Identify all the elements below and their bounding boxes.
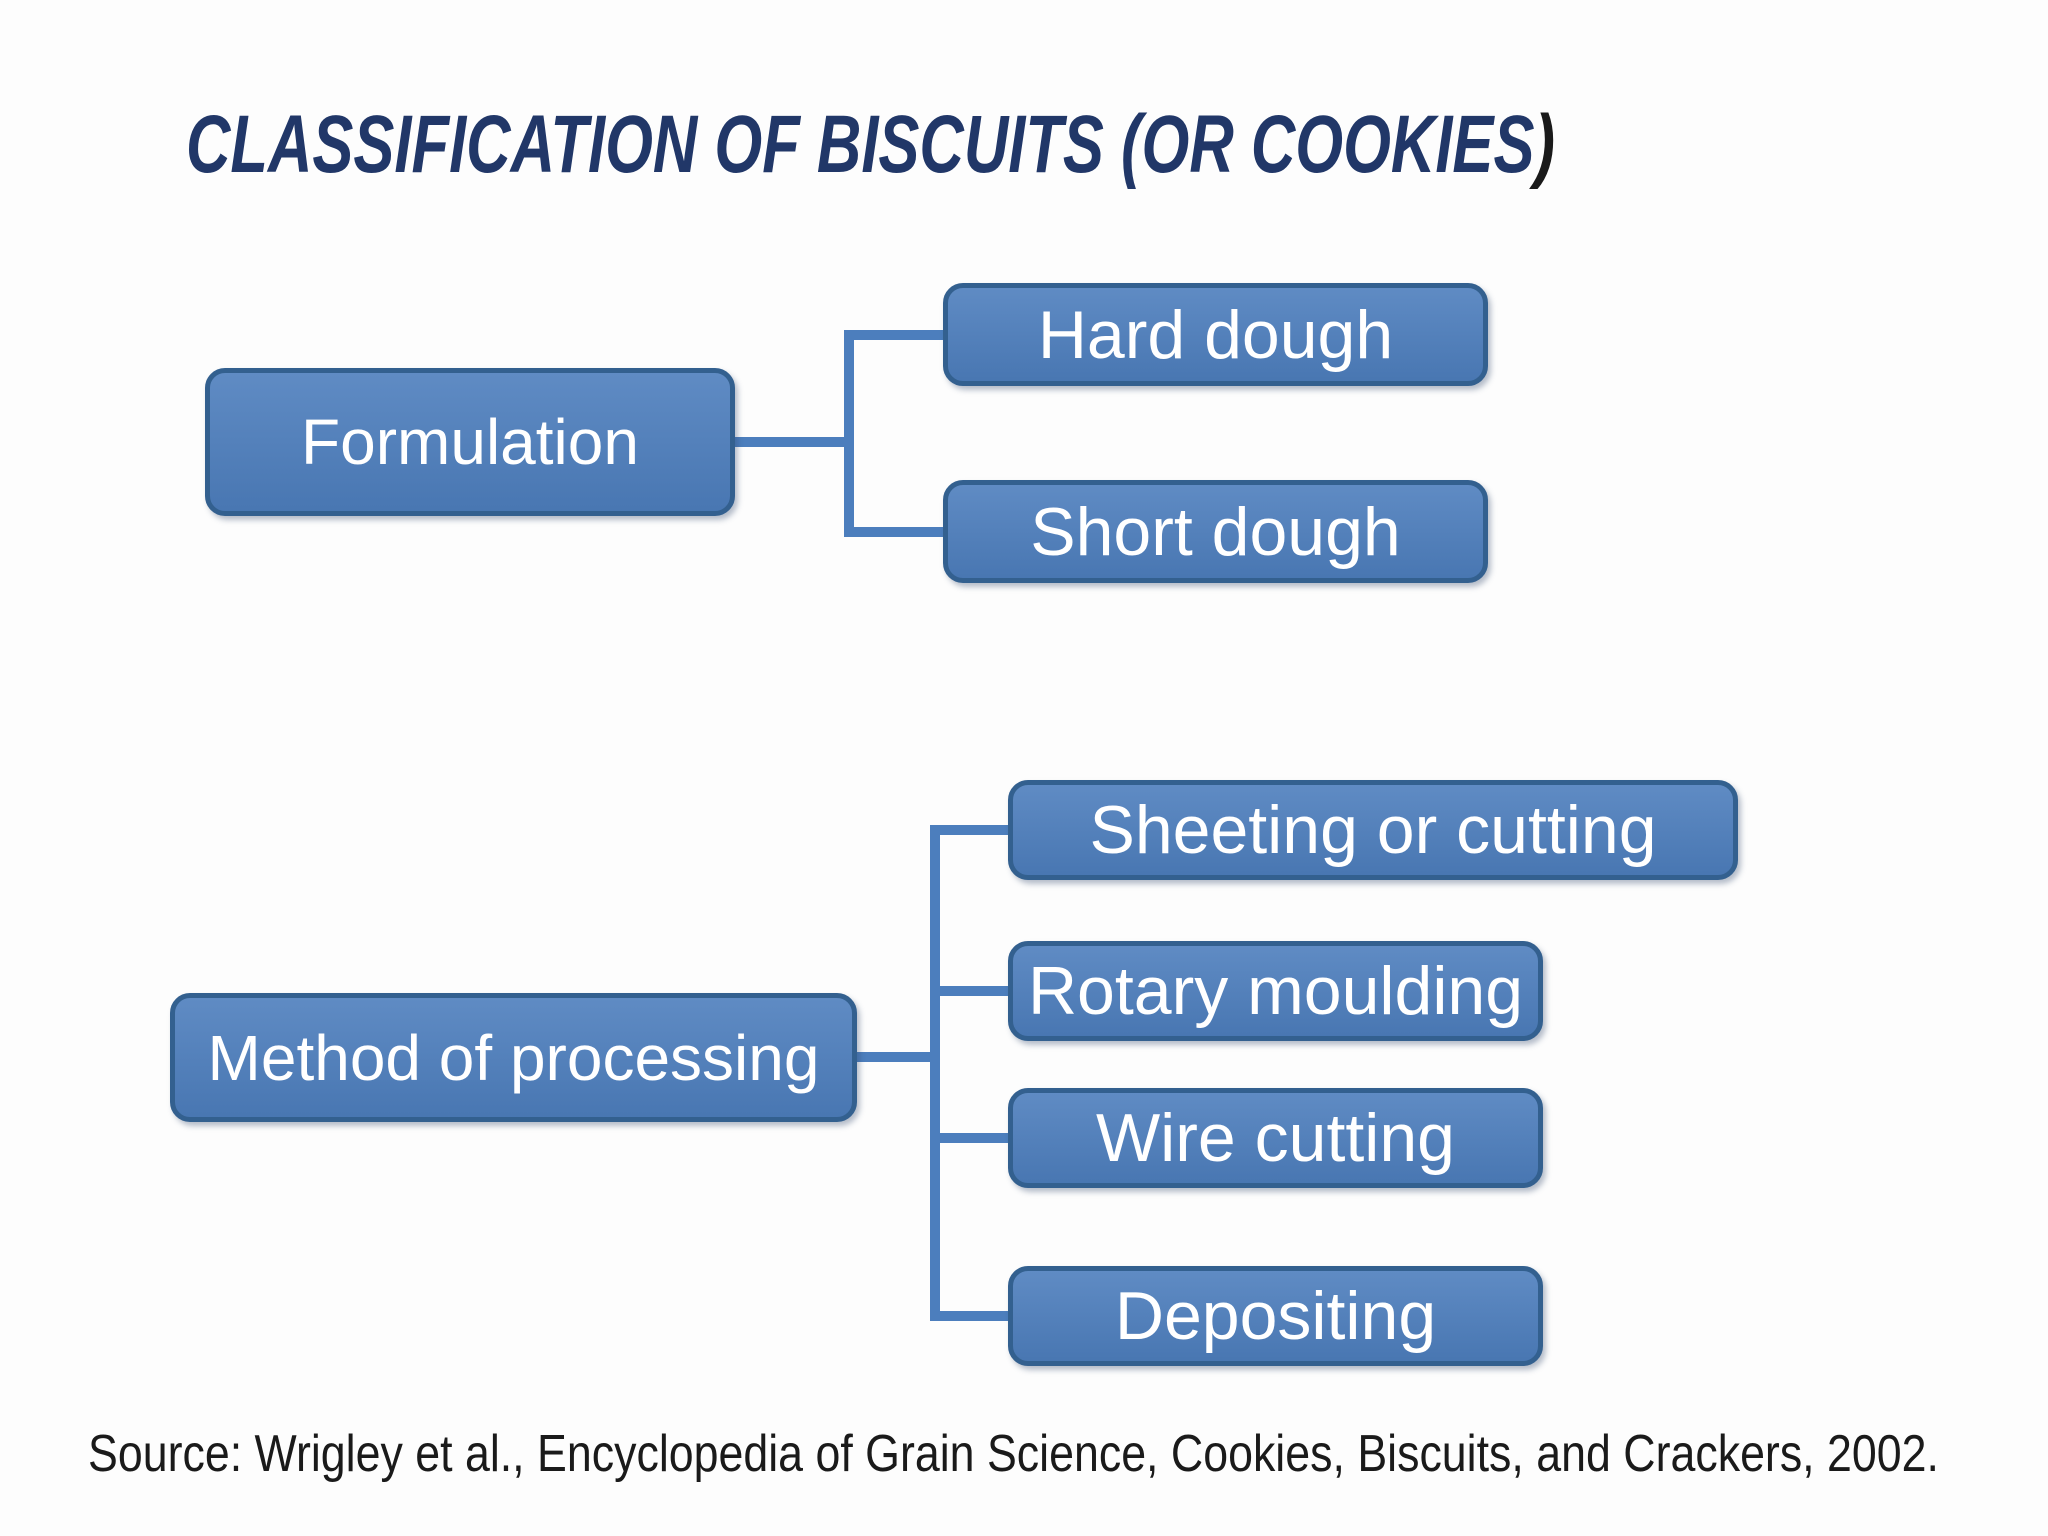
sheeting-or-cutting-box: Sheeting or cutting — [1008, 780, 1738, 880]
rotary-moulding-label: Rotary moulding — [1027, 953, 1524, 1029]
connector-formulation-stub — [735, 437, 847, 447]
wire-cutting-label: Wire cutting — [1096, 1100, 1455, 1176]
connector-method-trunk — [930, 825, 940, 1321]
depositing-label: Depositing — [1114, 1278, 1437, 1354]
connector-branch-rotary-moulding — [930, 986, 1008, 996]
page-title: CLASSIFICATION OF BISCUITS (OR COOKIES) — [186, 98, 1555, 192]
formulation-label: Formulation — [301, 406, 639, 478]
connector-formulation-trunk — [844, 330, 854, 537]
rotary-moulding-box: Rotary moulding — [1008, 941, 1543, 1041]
connector-branch-sheeting-or-cutting — [930, 825, 1008, 835]
source-citation: Source: Wrigley et al., Encyclopedia of … — [88, 1425, 1939, 1483]
depositing-box: Depositing — [1008, 1266, 1543, 1366]
short-dough-label: Short dough — [1030, 493, 1401, 570]
page-title-closing-paren: ) — [1534, 99, 1555, 190]
connector-method-stub — [857, 1052, 937, 1062]
formulation-box: Formulation — [205, 368, 735, 516]
hard-dough-label: Hard dough — [1037, 296, 1394, 373]
connector-branch-depositing — [930, 1311, 1008, 1321]
method-of-processing-label: Method of processing — [207, 1021, 820, 1094]
connector-branch-hard-dough — [844, 330, 943, 340]
short-dough-box: Short dough — [943, 480, 1488, 583]
hard-dough-box: Hard dough — [943, 283, 1488, 386]
page-title-text: CLASSIFICATION OF BISCUITS (OR COOKIES — [186, 99, 1535, 190]
connector-branch-wire-cutting — [930, 1133, 1008, 1143]
wire-cutting-box: Wire cutting — [1008, 1088, 1543, 1188]
method-of-processing-box: Method of processing — [170, 993, 857, 1122]
connector-branch-short-dough — [844, 527, 943, 537]
sheeting-or-cutting-label: Sheeting or cutting — [1089, 792, 1657, 868]
